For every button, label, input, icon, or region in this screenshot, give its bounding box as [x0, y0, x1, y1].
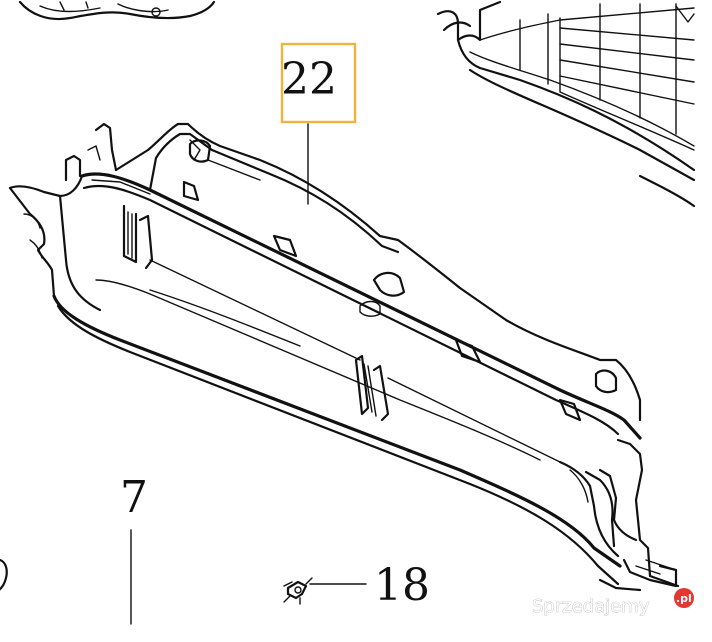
- clipped-label-fragment: [0, 558, 8, 591]
- fastener-part-18: [283, 577, 313, 605]
- watermark-badge: [674, 588, 694, 608]
- watermark-logo: Sprzedajemy .pl: [532, 588, 694, 617]
- callout-highlight-box: [280, 42, 357, 124]
- callout-label-22: 22: [281, 54, 337, 105]
- callout-label-7: 7: [120, 472, 148, 523]
- watermark-text: Sprzedajemy: [532, 596, 650, 617]
- adjacent-component-top-right: [436, 0, 696, 208]
- watermark-badge-text: .pl: [676, 592, 692, 605]
- callout-label-18: 18: [374, 560, 430, 611]
- air-duct-part-22: [8, 122, 680, 592]
- adjacent-component-top-left: [18, 0, 216, 21]
